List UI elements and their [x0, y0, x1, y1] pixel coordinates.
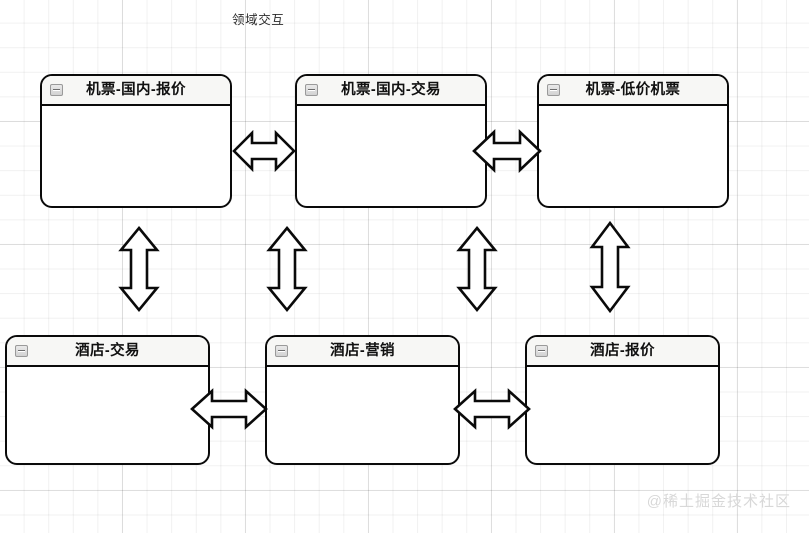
double-arrow-vertical-icon — [266, 225, 308, 313]
connector-jp-baojia-to-jp-jiaoyi[interactable] — [232, 124, 296, 178]
connector-jp-jiaoyi-to-jd-yingxiao[interactable] — [450, 225, 504, 313]
watermark: @稀土掘金技术社区 — [646, 493, 791, 510]
collapse-minus-icon[interactable] — [305, 84, 318, 96]
node-header: 机票-国内-交易 — [297, 76, 485, 106]
connector-jp-dijia-to-jd-baojia[interactable] — [583, 220, 637, 314]
node-header: 机票-低价机票 — [539, 76, 727, 106]
node-body — [42, 106, 230, 206]
collapse-minus-icon[interactable] — [50, 84, 63, 96]
node-header: 酒店-交易 — [7, 337, 208, 367]
node-label: 机票-国内-交易 — [341, 81, 441, 98]
node-body — [267, 367, 458, 463]
connector-jp-baojia-to-jd-jiaoyi[interactable] — [112, 225, 166, 313]
connector-jd-jiaoyi-to-jd-yingxiao[interactable] — [190, 382, 270, 436]
node-label: 酒店-交易 — [75, 342, 140, 359]
collapse-minus-icon[interactable] — [547, 84, 560, 96]
connector-jp-jiaoyi-to-jd-jiaoyi[interactable] — [260, 225, 314, 313]
node-header: 机票-国内-报价 — [42, 76, 230, 106]
node-label: 机票-低价机票 — [585, 81, 681, 98]
node-body — [527, 367, 718, 463]
node-label: 机票-国内-报价 — [86, 81, 186, 98]
node-label: 酒店-营销 — [330, 342, 395, 359]
collapse-minus-icon[interactable] — [535, 345, 548, 357]
node-label: 酒店-报价 — [590, 342, 655, 359]
node-body — [7, 367, 208, 463]
double-arrow-horizontal-icon — [232, 129, 296, 173]
collapse-minus-icon[interactable] — [275, 345, 288, 357]
node-jp-dijia-jipiao[interactable]: 机票-低价机票 — [537, 74, 729, 208]
connector-jp-jiaoyi-to-jp-dijia[interactable] — [472, 124, 542, 178]
node-jd-jiaoyi[interactable]: 酒店-交易 — [5, 335, 210, 465]
connector-jd-yingxiao-to-jd-baojia[interactable] — [453, 382, 533, 436]
double-arrow-vertical-icon — [118, 225, 160, 313]
double-arrow-vertical-icon — [589, 220, 631, 314]
node-jp-guonei-jiaoyi[interactable]: 机票-国内-交易 — [295, 74, 487, 208]
node-jd-baojia[interactable]: 酒店-报价 — [525, 335, 720, 465]
double-arrow-horizontal-icon — [453, 388, 531, 430]
node-header: 酒店-营销 — [267, 337, 458, 367]
double-arrow-horizontal-icon — [190, 388, 268, 430]
node-jp-guonei-baojia[interactable]: 机票-国内-报价 — [40, 74, 232, 208]
collapse-minus-icon[interactable] — [15, 345, 28, 357]
double-arrow-horizontal-icon — [472, 128, 542, 174]
diagram-title: 领域交互 — [232, 13, 285, 27]
node-jd-yingxiao[interactable]: 酒店-营销 — [265, 335, 460, 465]
node-header: 酒店-报价 — [527, 337, 718, 367]
node-body — [539, 106, 727, 206]
node-body — [297, 106, 485, 206]
double-arrow-vertical-icon — [456, 225, 498, 313]
